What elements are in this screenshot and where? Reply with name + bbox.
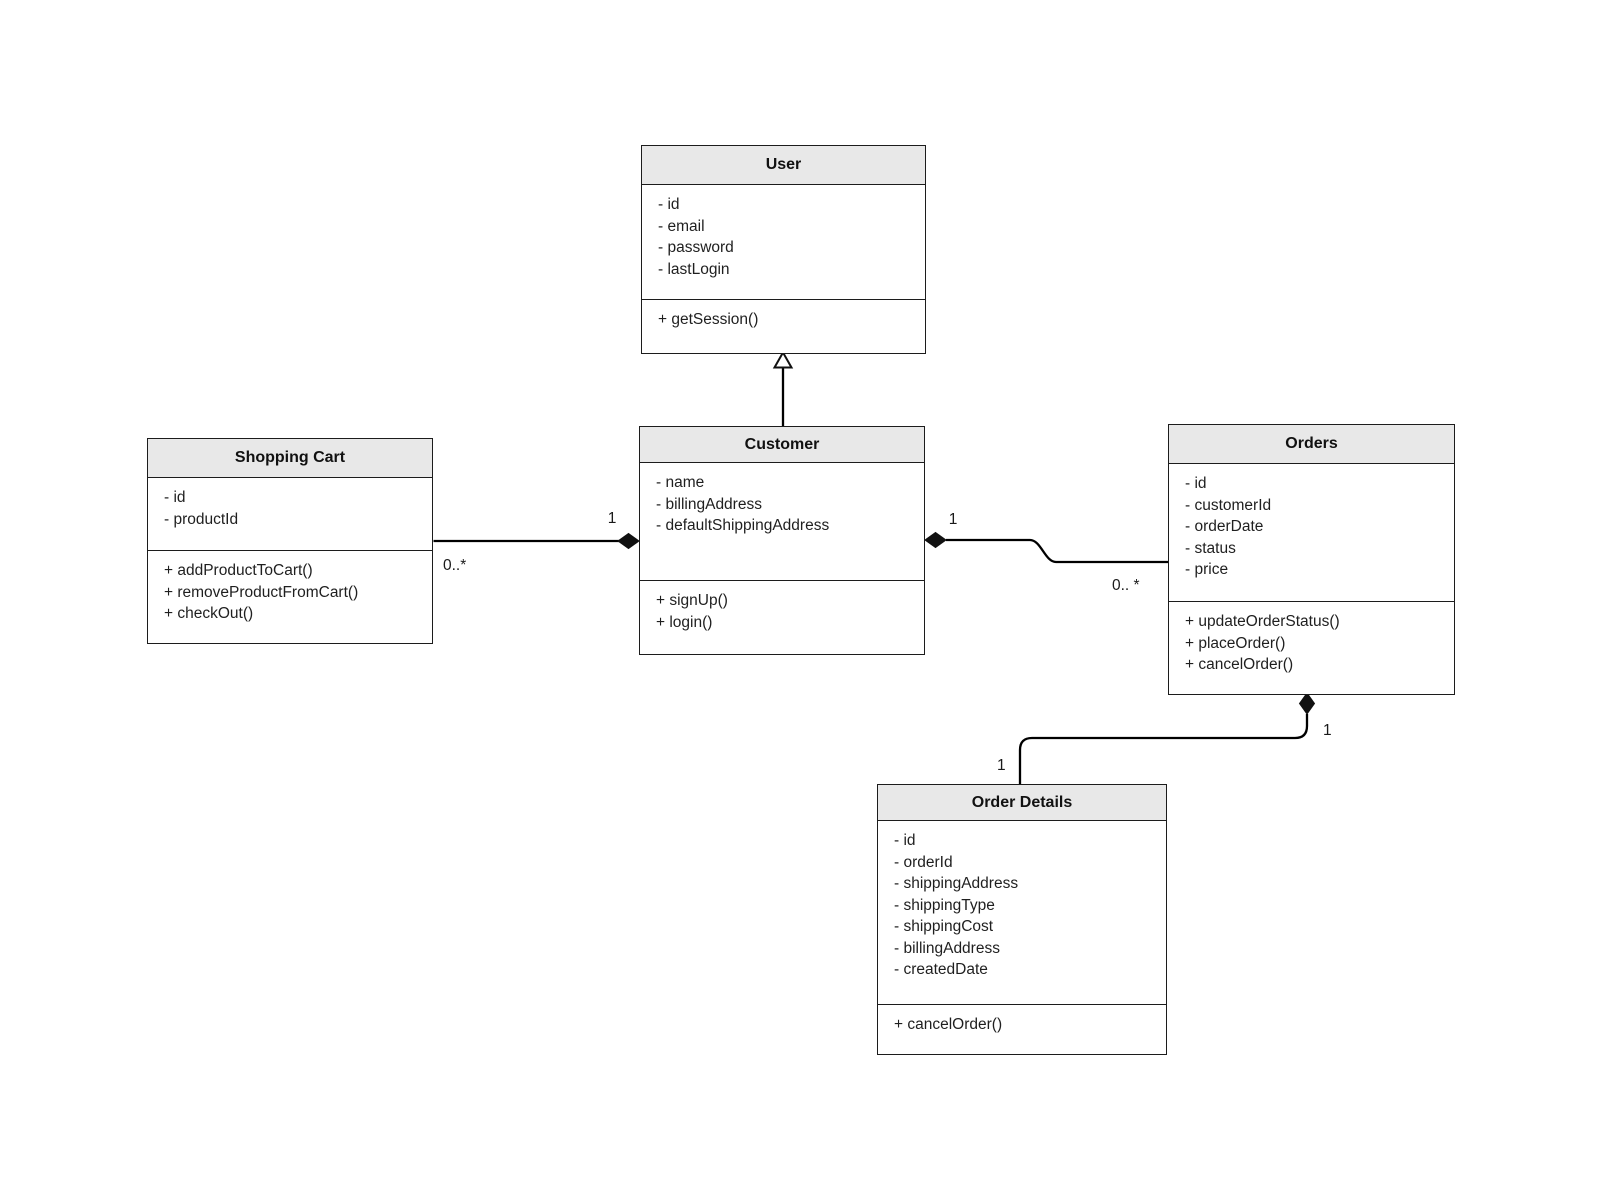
member-line: - id [658, 196, 680, 213]
member-line: + cancelOrder() [1185, 656, 1294, 673]
member-line: - billingAddress [894, 939, 1000, 957]
composition-line-customer-orders [946, 538, 1168, 564]
methods-list: + cancelOrder() [878, 1005, 1166, 1054]
member-line: - id [1185, 475, 1207, 492]
member-line: + placeOrder() [1185, 634, 1286, 652]
multiplicity-label: 1 [949, 511, 958, 528]
member-line: + cancelOrder() [894, 1016, 1003, 1033]
methods-list: + signUp() + login() [640, 581, 924, 654]
attributes-list: - id - productId [148, 478, 432, 551]
class-box-order-details: Order Details - id - orderId - shippingAdd… [877, 784, 1167, 1055]
class-box-orders: Orders - id - customerId - orderDate - stat… [1168, 424, 1455, 695]
member-line: - password [658, 239, 734, 256]
composition-diamond-icon-orders-bottom [1298, 692, 1316, 715]
member-line: + getSession() [658, 311, 759, 328]
member-line: - orderId [894, 853, 953, 871]
composition-line-orders-details [1018, 714, 1309, 784]
member-line: + login() [656, 613, 713, 631]
class-box-user: User - id - email - password - lastLogin + … [641, 145, 926, 354]
composition-diamond-icon-customer-left [617, 532, 640, 550]
member-line: + checkOut() [164, 605, 254, 622]
class-title: User [642, 146, 925, 185]
member-line: - customerId [1185, 496, 1272, 514]
member-line: - id [164, 489, 186, 506]
methods-list: + addProductToCart() + removeProductFromC… [148, 551, 432, 643]
multiplicity-label: 0..* [443, 557, 466, 574]
member-line: - id [894, 832, 916, 849]
member-line: - shippingAddress [894, 875, 1019, 892]
composition-diamond-icon-customer-right [924, 531, 947, 549]
class-title: Customer [640, 427, 924, 463]
member-line: - name [656, 474, 705, 491]
member-line: - shippingType [894, 896, 995, 914]
attributes-list: - id - customerId - orderDate - status - pri… [1169, 464, 1454, 602]
attributes-list: - name - billingAddress - defaultShippingA… [640, 463, 924, 581]
member-line: - shippingCost [894, 918, 994, 935]
class-box-shopping-cart: Shopping Cart - id - productId + addProdu… [147, 438, 433, 644]
member-line: - createdDate [894, 961, 988, 978]
member-line: - email [658, 217, 705, 235]
class-title: Orders [1169, 425, 1454, 464]
attributes-list: - id - email - password - lastLogin [642, 185, 925, 300]
member-line: - price [1185, 561, 1229, 578]
methods-list: + updateOrderStatus() + placeOrder() + can… [1169, 602, 1454, 694]
attributes-list: - id - orderId - shippingAddress - shipping… [878, 821, 1166, 1005]
class-title: Order Details [878, 785, 1166, 821]
class-title: Shopping Cart [148, 439, 432, 478]
multiplicity-label: 1 [1323, 722, 1332, 739]
multiplicity-label: 0.. * [1112, 577, 1140, 594]
member-line: - orderDate [1185, 518, 1264, 535]
generalization-arrowhead-icon [772, 350, 794, 369]
member-line: - status [1185, 539, 1236, 557]
multiplicity-label: 1 [997, 757, 1006, 774]
member-line: + updateOrderStatus() [1185, 613, 1340, 630]
member-line: - productId [164, 510, 239, 528]
multiplicity-label: 1 [608, 510, 617, 527]
member-line: + removeProductFromCart() [164, 583, 359, 601]
member-line: - defaultShippingAddress [656, 517, 830, 534]
member-line: + addProductToCart() [164, 562, 313, 579]
methods-list: + getSession() [642, 300, 925, 353]
member-line: + signUp() [656, 592, 728, 609]
member-line: - billingAddress [656, 495, 762, 513]
class-box-customer: Customer - name - billingAddress - default… [639, 426, 925, 655]
member-line: - lastLogin [658, 260, 730, 278]
